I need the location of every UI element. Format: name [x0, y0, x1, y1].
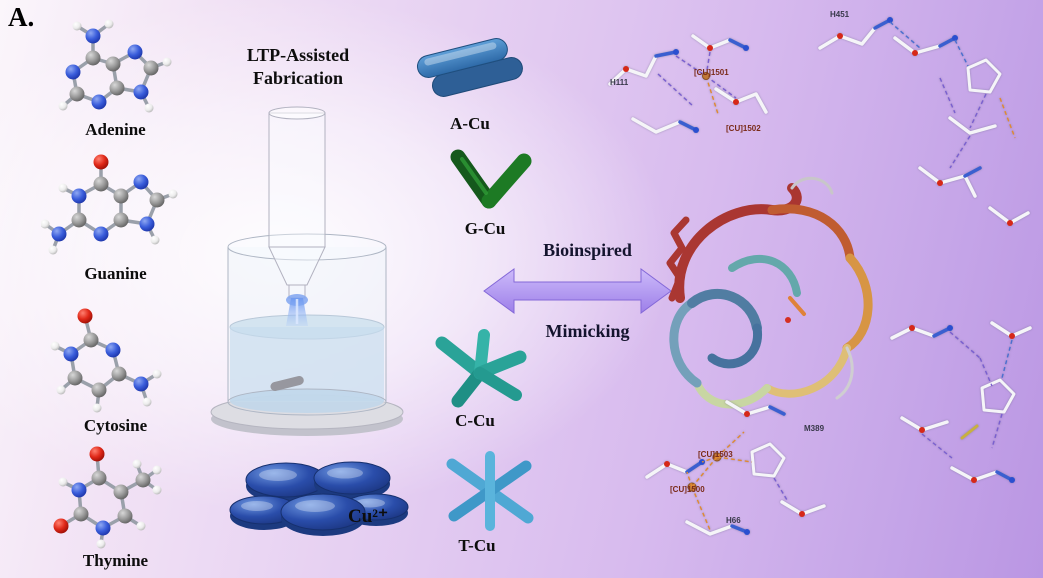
molecule-cytosine: Cytosine — [18, 302, 213, 436]
residue-label-h66: H66 — [726, 516, 741, 525]
copper-label-cu1502: [CU]1502 — [726, 124, 761, 133]
thymine-structure-icon — [53, 446, 161, 549]
residue-label-h451: H451 — [830, 10, 850, 19]
residue-label-h111: H111 — [610, 78, 629, 87]
molecule-label-cytosine: Cytosine — [83, 416, 148, 435]
fabrication-title: LTP-Assisted Fabrication — [218, 44, 378, 89]
molecule-thymine: Thymine — [18, 444, 213, 571]
molecule-label-guanine: Guanine — [84, 264, 147, 283]
protein-ribbon-structure — [666, 177, 873, 409]
t-cu-nanorod-cross-icon — [446, 451, 534, 531]
interaction-cluster-bottom-center — [645, 400, 826, 536]
adenine-structure-icon — [58, 19, 171, 113]
atoms — [50, 308, 161, 413]
residue-label-m389: M389 — [804, 424, 825, 433]
plasma-apparatus-illustration — [210, 106, 404, 436]
plasma-tube — [268, 106, 326, 299]
copper-label-cu1501: [CU]1501 — [694, 68, 729, 77]
bonds — [52, 314, 159, 410]
c-cu-nanorod-cluster-icon — [435, 329, 527, 408]
nanomaterial-label-a-cu: A-Cu — [450, 114, 490, 133]
bridge-label-mimicking: Mimicking — [545, 321, 630, 341]
stir-bar — [270, 375, 304, 392]
cu-ion-label: Cu²⁺ — [348, 506, 389, 527]
interaction-cluster-top-right — [818, 17, 1030, 226]
molecule-label-adenine: Adenine — [85, 120, 146, 139]
g-cu-nanorod-icon — [450, 149, 532, 209]
atoms — [53, 446, 161, 549]
molecule-adenine: Adenine — [18, 18, 213, 140]
plasma-beam — [286, 294, 308, 326]
molecule-guanine: Guanine — [18, 150, 213, 284]
nanomaterial-label-c-cu: C-Cu — [455, 411, 495, 430]
fabrication-title-line2: Fabrication — [253, 67, 343, 88]
atoms — [58, 19, 171, 113]
molecule-label-thymine: Thymine — [82, 551, 149, 570]
atoms — [40, 154, 177, 255]
cytosine-structure-icon — [50, 308, 161, 413]
double-headed-arrow — [483, 268, 672, 314]
copper-label-cu1503: [CU]1503 — [698, 450, 733, 459]
fabrication-title-line1: LTP-Assisted — [246, 45, 350, 65]
nanomaterial-label-t-cu: T-Cu — [458, 536, 496, 555]
bridge-label-bioinspired: Bioinspired — [543, 240, 632, 260]
copper-ion-disks-illustration — [229, 461, 409, 536]
nanomaterial-label-g-cu: G-Cu — [464, 219, 506, 238]
cu-disk — [313, 461, 391, 500]
interaction-cluster-bottom-right — [890, 321, 1032, 483]
guanine-structure-icon — [40, 154, 177, 255]
cu-disk — [245, 462, 327, 503]
panel-label: A. — [8, 2, 35, 32]
cu-disk — [280, 493, 366, 536]
interaction-cluster-top-left — [608, 34, 768, 134]
copper-label-cu1500: [CU]1500 — [670, 485, 705, 494]
a-cu-nanoplate-icon — [416, 38, 523, 97]
